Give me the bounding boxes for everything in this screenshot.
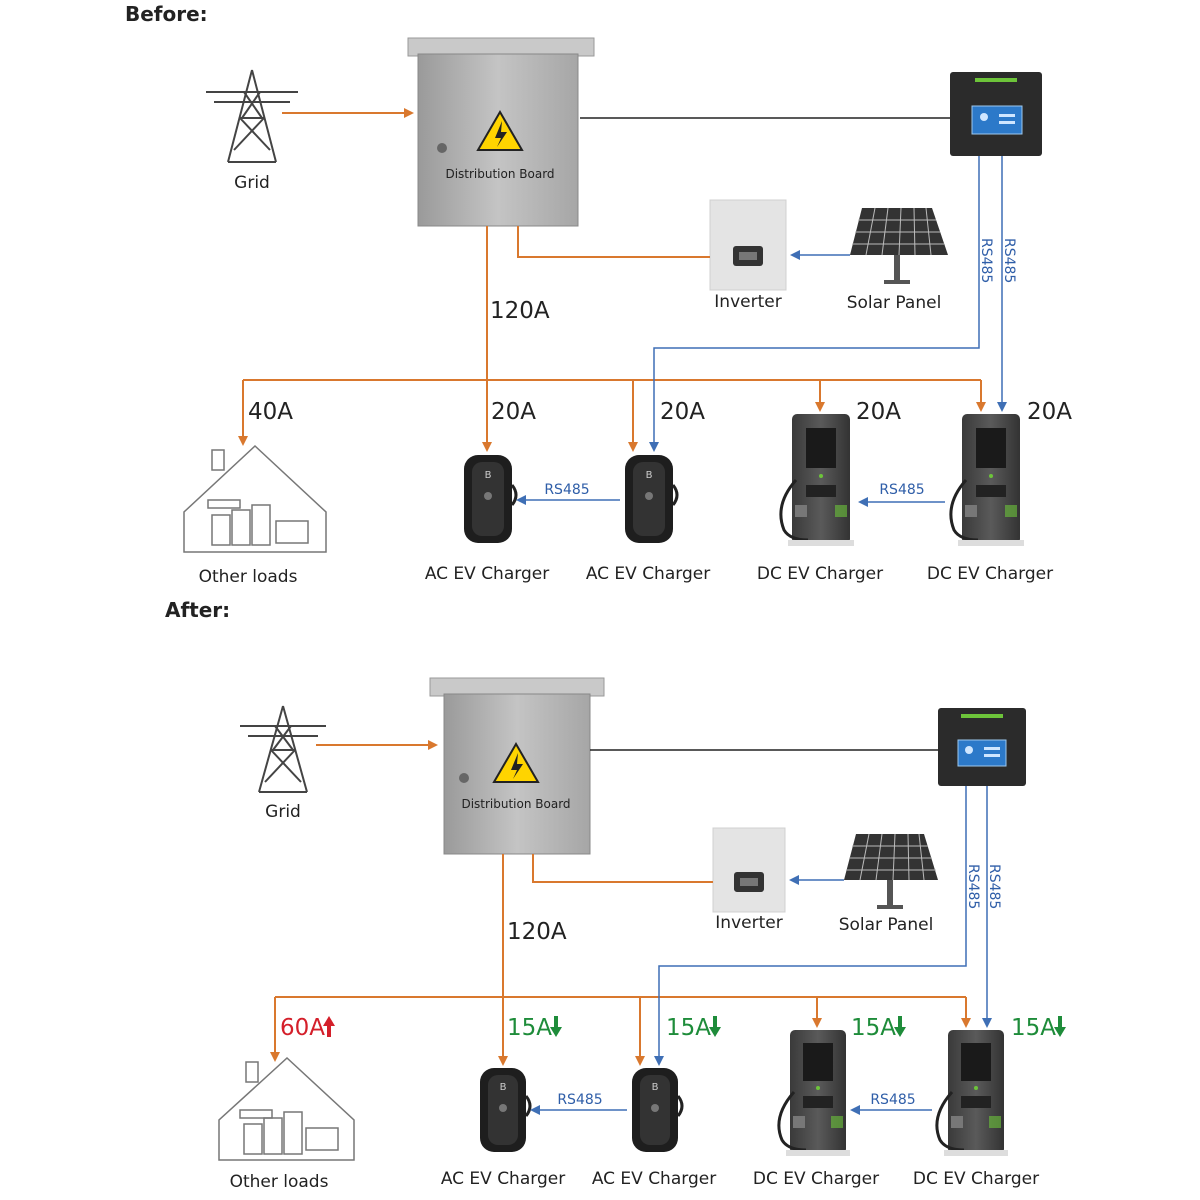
board-label: Distribution Board: [445, 167, 554, 181]
charger-2-current: 20A: [660, 399, 705, 425]
house-icon: [183, 444, 327, 553]
distribution-board: [407, 37, 595, 227]
charger-4-label: DC EV Charger: [913, 1169, 1039, 1189]
decrease-arrow-icon: [709, 1016, 721, 1037]
rs485-vertical-label-left: RS485: [978, 238, 994, 283]
distribution-board: [429, 677, 605, 855]
ac-charger-1: B: [464, 455, 518, 543]
after-heading: After:: [165, 598, 230, 622]
dc-charger-1: [777, 1030, 850, 1156]
dc-charger-1: [779, 414, 854, 546]
svg-text:B: B: [646, 470, 653, 481]
grid-tower-icon: [240, 705, 326, 793]
rs485-ac-label: RS485: [557, 1092, 602, 1108]
charger-3-current: 15A: [851, 1015, 896, 1041]
decrease-arrow-icon: [550, 1016, 562, 1037]
rs485-vertical-label-left: RS485: [965, 864, 981, 909]
main-current-label: 120A: [507, 919, 567, 945]
svg-text:B: B: [652, 1082, 659, 1093]
charger-1-label: AC EV Charger: [425, 564, 549, 584]
rs485-line-left: [649, 156, 980, 452]
loads-label: Other loads: [199, 567, 298, 587]
dc-charger-2: [935, 1030, 1008, 1156]
solar-panel-label: Solar Panel: [847, 293, 942, 313]
svg-text:B: B: [500, 1082, 507, 1093]
charger-2-current: 15A: [666, 1015, 711, 1041]
rs485-dc-label: RS485: [879, 482, 924, 498]
ac-charger-1: B: [480, 1068, 532, 1152]
charger-4-current: 20A: [1027, 399, 1072, 425]
main-current-label: 120A: [490, 298, 550, 324]
grid-label: Grid: [265, 802, 301, 822]
inverter-label: Inverter: [714, 292, 781, 312]
inverter-to-board-line: [532, 854, 713, 883]
loads-label: Other loads: [230, 1172, 329, 1192]
dc-charger-2: [949, 414, 1024, 546]
loads-current-label: 40A: [248, 399, 293, 425]
rs485-line-left: [654, 786, 967, 1066]
charger-4-current: 15A: [1011, 1015, 1056, 1041]
charger-3-label: DC EV Charger: [757, 564, 883, 584]
ac-charger-2: B: [625, 455, 679, 543]
grid-tower-icon: [206, 69, 298, 163]
decrease-arrow-icon: [1054, 1016, 1066, 1037]
solar-panel-icon: [850, 207, 948, 284]
charger-2-label: AC EV Charger: [586, 564, 710, 584]
increase-arrow-icon: [323, 1016, 335, 1037]
load-controller: [938, 708, 1026, 786]
charger-4-label: DC EV Charger: [927, 564, 1053, 584]
board-label: Distribution Board: [461, 797, 570, 811]
solar-panel-icon: [844, 833, 938, 909]
load-controller: [950, 72, 1042, 156]
ac-charger-2: B: [632, 1068, 684, 1152]
inverter: [712, 827, 786, 913]
svg-text:B: B: [485, 470, 492, 481]
inverter-label: Inverter: [715, 913, 782, 933]
charger-3-label: DC EV Charger: [753, 1169, 879, 1189]
decrease-arrow-icon: [894, 1016, 906, 1037]
after-section: After: Grid Distribution Board: [165, 598, 1066, 1192]
before-section: Before: Grid Distribution Board: [125, 2, 1072, 587]
charger-1-current: 15A: [507, 1015, 552, 1041]
inverter: [709, 199, 787, 291]
rs485-ac-label: RS485: [544, 482, 589, 498]
inverter-to-board-line: [517, 226, 710, 258]
solar-panel-label: Solar Panel: [839, 915, 934, 935]
grid-label: Grid: [234, 173, 270, 193]
loads-current-label: 60A: [280, 1015, 325, 1041]
charger-3-current: 20A: [856, 399, 901, 425]
rs485-vertical-label-right: RS485: [1001, 238, 1017, 283]
charger-1-label: AC EV Charger: [441, 1169, 565, 1189]
house-icon: [218, 1056, 355, 1161]
rs485-dc-label: RS485: [870, 1092, 915, 1108]
rs485-vertical-label-right: RS485: [986, 864, 1002, 909]
charger-1-current: 20A: [491, 399, 536, 425]
charger-2-label: AC EV Charger: [592, 1169, 716, 1189]
before-heading: Before:: [125, 2, 208, 26]
